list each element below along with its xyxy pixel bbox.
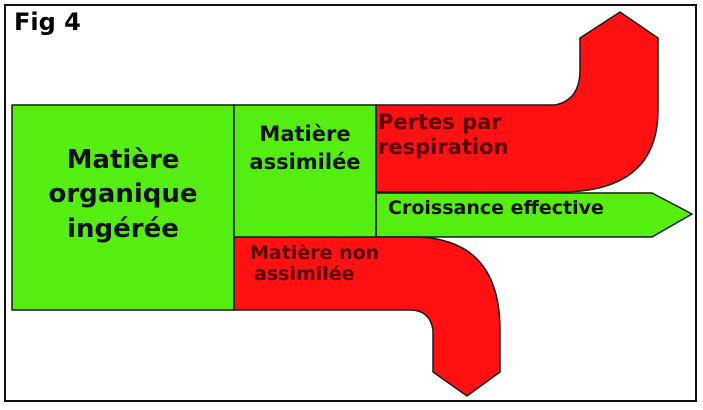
non-assimilated-label: Matière non assimilée <box>250 243 379 285</box>
assimilated-label: Matière assimilée <box>234 120 376 177</box>
figure-title: Fig 4 <box>14 8 81 36</box>
non-assimilated-line1: Matière non <box>250 242 380 264</box>
ingested-line1: Matière <box>66 145 180 175</box>
respiration-line2: respiration <box>378 135 509 160</box>
non-assimilated-arrow <box>233 236 501 397</box>
respiration-line1: Pertes par <box>378 110 502 134</box>
respiration-arrow <box>375 11 659 193</box>
ingested-line3: ingérée <box>67 213 179 244</box>
ingested-label: Matière organique ingérée <box>12 143 234 246</box>
ingested-line2: organique <box>48 179 198 210</box>
growth-label: Croissance effective <box>388 197 604 219</box>
ingested-box <box>11 104 235 311</box>
assimilated-box <box>233 104 377 238</box>
respiration-label: Pertes par respiration <box>378 110 508 160</box>
non-assimilated-line2: assimilée <box>254 262 355 285</box>
assimilated-line1: Matière <box>259 122 351 146</box>
assimilated-line2: assimilée <box>249 150 361 175</box>
